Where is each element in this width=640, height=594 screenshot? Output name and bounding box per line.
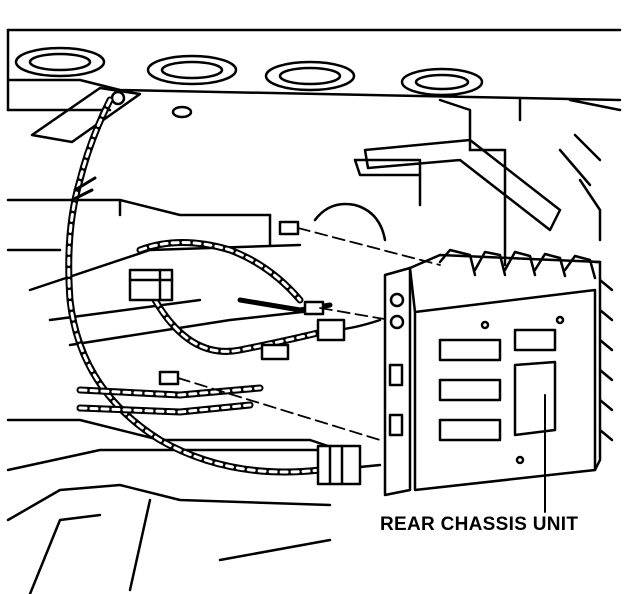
speaker-opening-4	[400, 67, 484, 97]
inline-connector	[260, 318, 346, 361]
alignment-lines	[177, 227, 441, 441]
speaker-opening-3	[264, 60, 356, 92]
rear-chassis-unit	[383, 248, 614, 497]
rear-shelf-panel	[6, 28, 622, 152]
antenna-lead-bracket	[30, 86, 142, 144]
harness-connector-lower	[316, 444, 362, 486]
rear-chassis-unit-label: REAR CHASSIS UNIT	[380, 514, 579, 535]
wiring-harness	[65, 96, 382, 476]
floor-outline	[6, 483, 332, 594]
panel-cutout	[313, 202, 387, 242]
harness-connector-upper	[128, 268, 174, 302]
speaker-opening-2	[146, 54, 238, 86]
speaker-opening-1	[14, 46, 106, 78]
mounting-strap	[363, 133, 602, 242]
